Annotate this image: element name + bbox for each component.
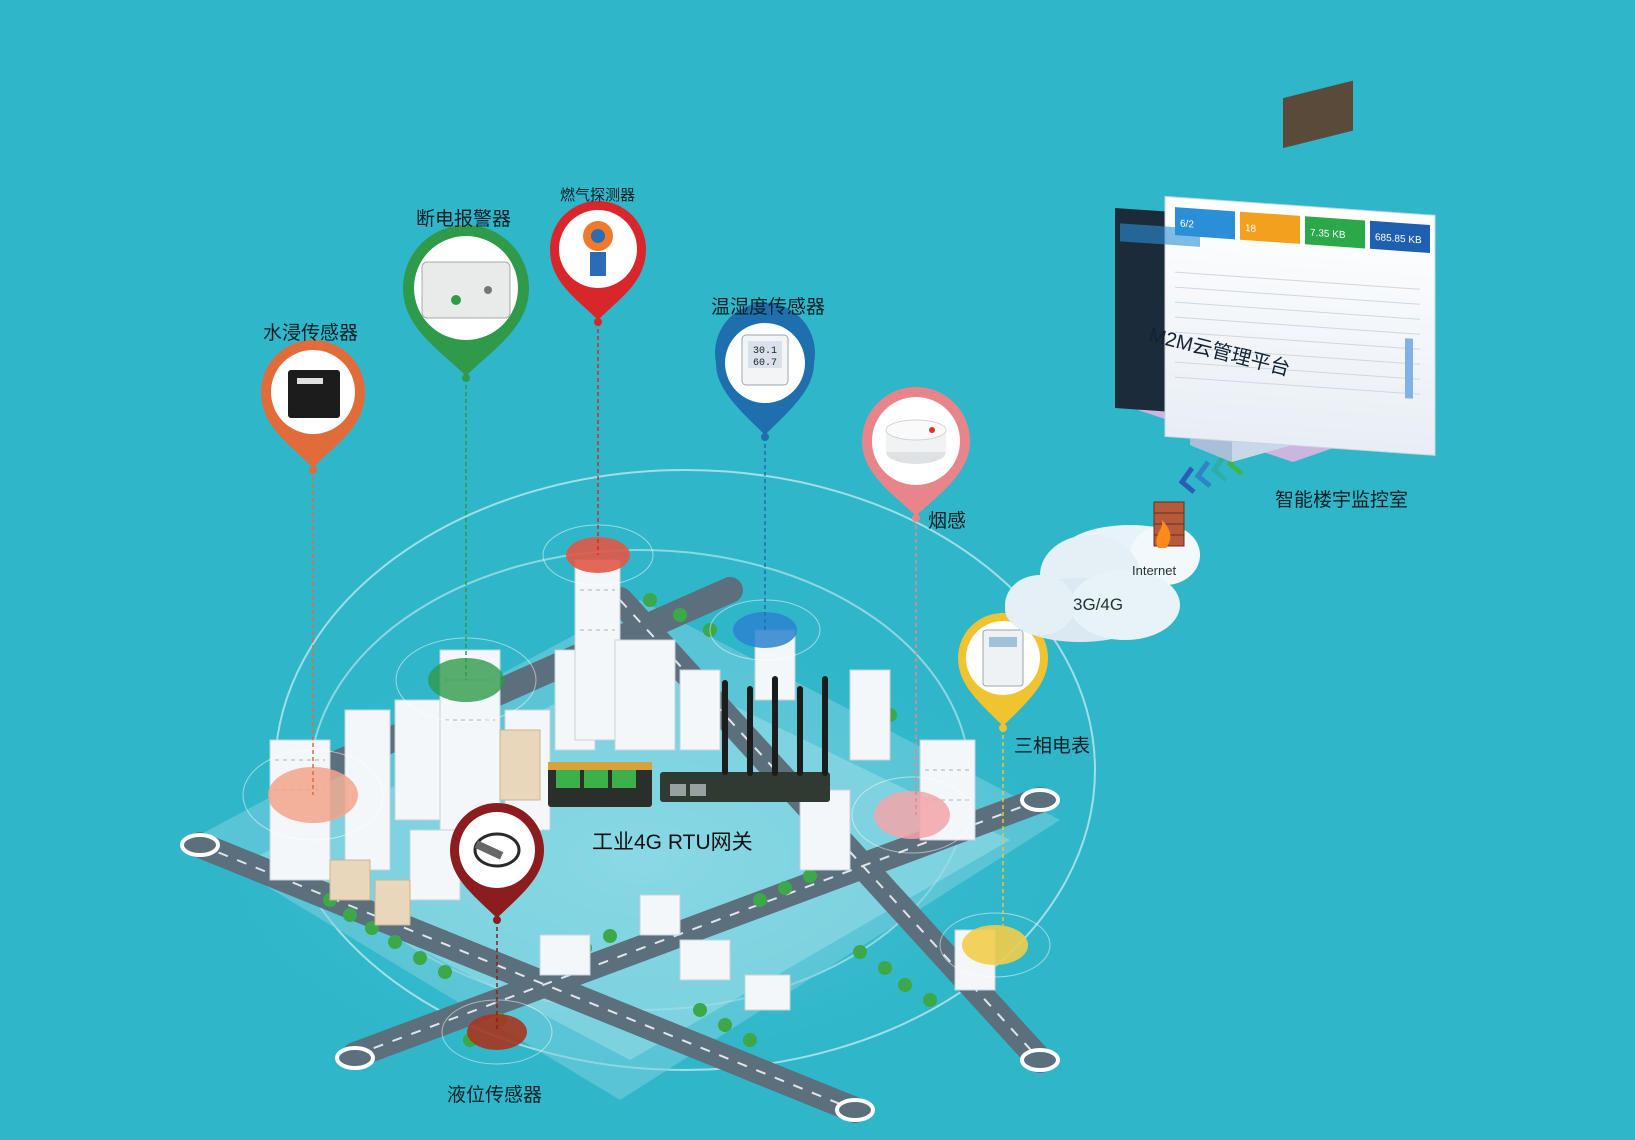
rtu-module xyxy=(548,762,652,807)
humidity-readout: 60.7 xyxy=(753,358,777,369)
antenna-icon xyxy=(747,686,753,776)
label-three-phase-meter: 三相电表 xyxy=(1014,736,1091,757)
label-gateway: 工业4G RTU网关 xyxy=(592,831,753,854)
label-internet: Internet xyxy=(1132,563,1177,578)
video-wall-icon xyxy=(1283,80,1353,149)
temp-readout: 30.1 xyxy=(753,346,777,357)
tile-devices: 6/2 xyxy=(1180,219,1194,231)
tile-traffic-today: 7.35 KB xyxy=(1310,228,1346,241)
pin-liquid-level-sensor[interactable] xyxy=(450,803,544,924)
label-smoke: 烟感 xyxy=(928,511,967,532)
pin-smoke-sensor[interactable] xyxy=(862,387,970,522)
pin-gas-detector[interactable] xyxy=(550,201,646,326)
network-cloud xyxy=(1005,525,1200,642)
antenna-icon xyxy=(722,680,728,775)
zone-meter xyxy=(939,912,1051,978)
label-gas-detector: 燃气探测器 xyxy=(560,187,636,204)
antenna-icon xyxy=(822,676,828,776)
gateway-devices xyxy=(548,676,830,807)
pin-power-failure-alarm[interactable] xyxy=(403,225,529,382)
water-sensor-device-icon xyxy=(288,370,340,418)
sensor-zones xyxy=(242,524,1051,1065)
label-liquid-level: 液位传感器 xyxy=(447,1085,543,1106)
roundabouts xyxy=(180,788,1060,1122)
firewall-icon xyxy=(1153,501,1185,548)
pin-water-sensor[interactable] xyxy=(261,340,365,474)
label-power-failure-alarm: 断电报警器 xyxy=(416,209,512,230)
antenna-icon xyxy=(772,676,778,776)
label-monitor-room: 智能楼宇监控室 xyxy=(1275,490,1409,511)
label-mobile-network: 3G/4G xyxy=(1073,595,1124,614)
pin-temp-humidity-sensor[interactable]: 30.1 60.7 xyxy=(715,303,815,441)
antenna-icon xyxy=(797,686,803,776)
router-4g xyxy=(660,676,830,802)
zone-smoke xyxy=(851,776,973,854)
dashboard-screens: 6/2 18 7.35 KB 685.85 KB xyxy=(1115,195,1436,456)
tile-traffic-total: 685.85 KB xyxy=(1375,232,1422,246)
liquid-probe-device-icon xyxy=(473,832,521,868)
label-temp-humidity: 温湿度传感器 xyxy=(711,297,826,318)
connector-lines xyxy=(312,322,1004,1032)
tile-online: 18 xyxy=(1245,223,1257,235)
alarm-device-icon xyxy=(421,261,511,319)
label-water-sensor: 水浸传感器 xyxy=(263,323,359,344)
pin-three-phase-meter[interactable] xyxy=(958,613,1048,732)
tan-buildings xyxy=(329,729,541,926)
